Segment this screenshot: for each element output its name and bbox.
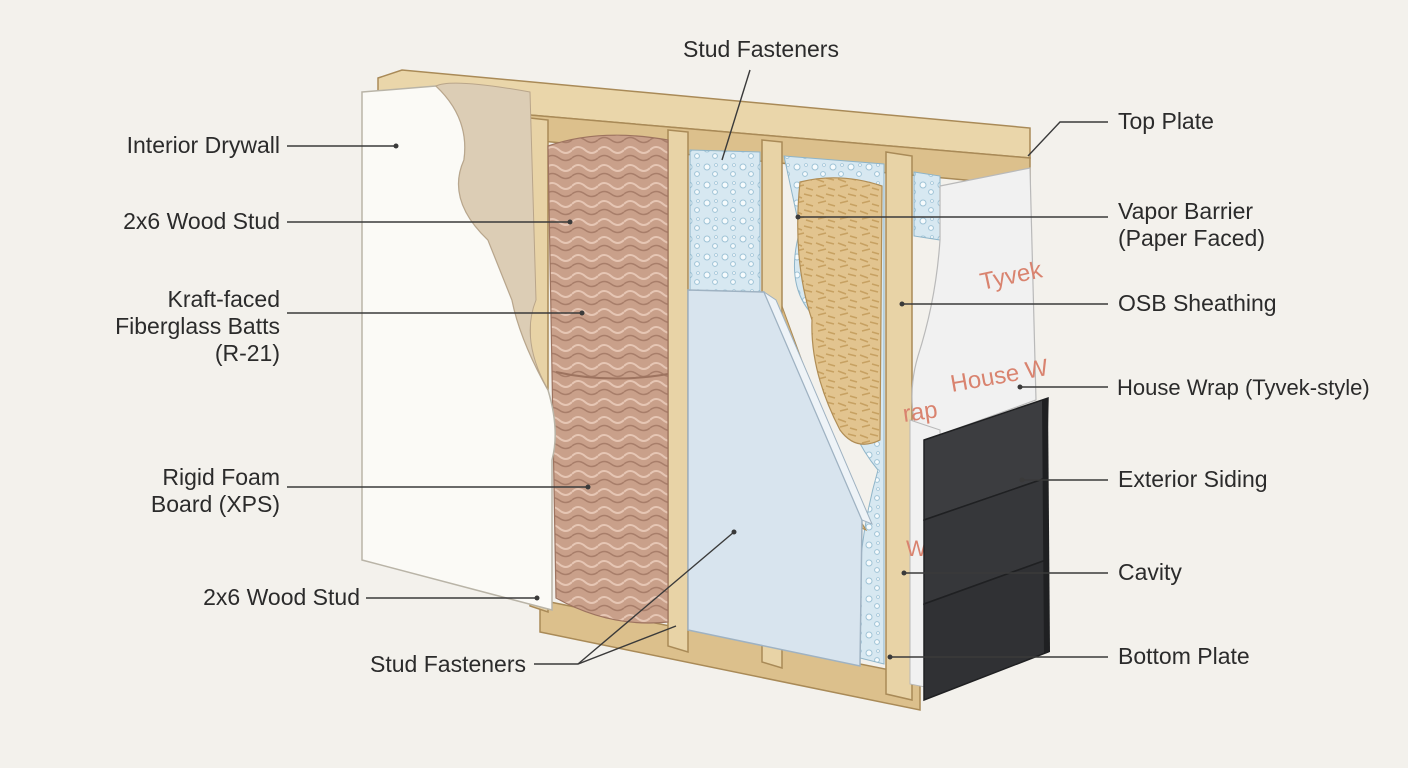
leader-lines (287, 69, 1108, 665)
exterior-siding-shape (923, 396, 1050, 702)
label-text: Stud Fasteners (683, 36, 839, 62)
label-text: Vapor Barrier (1118, 198, 1254, 224)
label-text: Rigid Foam (162, 464, 280, 490)
label-vapor-barrier: Vapor Barrier (Paper Faced) (1118, 198, 1398, 252)
label-text: Cavity (1118, 559, 1182, 585)
label-text: Bottom Plate (1118, 643, 1250, 669)
label-text: Fiberglass Batts (115, 313, 280, 339)
label-text: House Wrap (Tyvek-style) (1117, 375, 1370, 400)
label-cavity: Cavity (1118, 559, 1398, 586)
label-text: OSB Sheathing (1118, 290, 1277, 316)
fiberglass-batts-shape (547, 134, 669, 624)
label-text: Top Plate (1118, 108, 1214, 134)
label-text: (Paper Faced) (1118, 225, 1266, 251)
label-exterior-siding: Exterior Siding (1118, 466, 1398, 493)
wrap-print-3: rap (901, 396, 939, 428)
label-rigid-foam-board: Rigid Foam Board (XPS) (60, 464, 280, 518)
label-interior-drywall: Interior Drywall (60, 132, 280, 159)
label-text: Interior Drywall (126, 132, 280, 158)
label-text: 2x6 Wood Stud (123, 208, 280, 234)
label-stud-fasteners-top: Stud Fasteners (683, 36, 883, 63)
label-house-wrap: House Wrap (Tyvek-style) (1117, 374, 1405, 401)
label-text: Stud Fasteners (370, 651, 526, 677)
label-text: (R-21) (214, 340, 280, 366)
label-text: Kraft-faced (167, 286, 281, 312)
label-osb-sheathing: OSB Sheathing (1118, 290, 1398, 317)
label-stud-fasteners-bottom: Stud Fasteners (300, 651, 526, 678)
leader-dots (393, 143, 1025, 660)
label-text: Exterior Siding (1118, 466, 1268, 492)
interior-drywall-shape (361, 82, 556, 611)
rigid-foam-board-shape (687, 289, 873, 667)
label-top-plate: Top Plate (1118, 108, 1398, 135)
label-wood-stud-upper: 2x6 Wood Stud (60, 208, 280, 235)
label-bottom-plate: Bottom Plate (1118, 643, 1398, 670)
wrap-print-4: W (906, 536, 927, 561)
label-text: 2x6 Wood Stud (203, 584, 360, 610)
label-fiberglass-batts: Kraft-faced Fiberglass Batts (R-21) (40, 286, 280, 367)
label-text: Board (XPS) (150, 491, 280, 517)
label-wood-stud-lower: 2x6 Wood Stud (140, 584, 360, 611)
